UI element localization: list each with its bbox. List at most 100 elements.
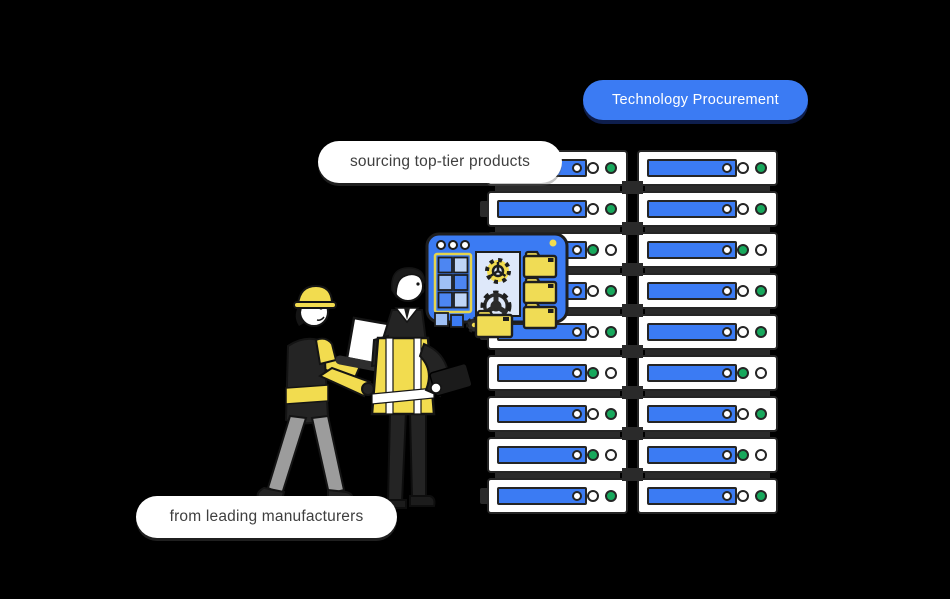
server-drive-bar — [647, 446, 737, 464]
server-unit — [637, 191, 778, 227]
server-drive-bar — [497, 487, 587, 505]
worker-leg — [310, 414, 346, 496]
status-led-white — [587, 203, 599, 215]
server-drive-bar — [497, 446, 587, 464]
server-drive-bar — [647, 241, 737, 259]
led-group — [587, 449, 617, 461]
status-led-green — [755, 162, 767, 174]
rack-frame-joint — [645, 350, 770, 355]
hard-hat-brim — [293, 301, 337, 309]
worker-with-tablet — [370, 267, 473, 509]
status-led-white — [737, 203, 749, 215]
circuit-board-panel — [425, 232, 569, 339]
server-unit — [637, 355, 778, 391]
rack-center-joint — [622, 181, 643, 194]
rack-mount-tab — [480, 488, 489, 504]
callout-sourcing: sourcing top-tier products — [318, 141, 562, 183]
worker-leg — [386, 411, 408, 503]
tie — [404, 308, 410, 320]
worker-hair — [391, 267, 425, 299]
status-led-white — [605, 244, 617, 256]
server-drive-bar — [647, 323, 737, 341]
workers-illustration — [256, 267, 473, 509]
rack-center-joint — [622, 386, 643, 399]
status-led-green — [605, 203, 617, 215]
status-led-green — [587, 244, 599, 256]
worker-hand — [430, 382, 442, 394]
server-drive-bar — [647, 200, 737, 218]
status-led-white — [587, 162, 599, 174]
rack-center-joint — [622, 427, 643, 440]
server-drive-bar — [647, 159, 737, 177]
drive-indicator — [722, 163, 732, 173]
status-led-green — [755, 490, 767, 502]
drive-indicator — [722, 368, 732, 378]
led-group — [737, 449, 767, 461]
callout-manufacturers: from leading manufacturers — [136, 496, 397, 538]
status-led-green — [755, 203, 767, 215]
status-led-green — [755, 326, 767, 338]
worker-leg — [408, 411, 427, 499]
vest-stripe — [413, 337, 422, 415]
worker-smile — [316, 316, 325, 321]
led-group — [737, 367, 767, 379]
worker-leg — [266, 414, 308, 496]
status-led-green — [605, 162, 617, 174]
server-drive-bar — [647, 282, 737, 300]
rack-center-joint — [622, 468, 643, 481]
led-group — [587, 408, 617, 420]
rack-frame-joint — [645, 227, 770, 232]
drive-indicator — [722, 491, 732, 501]
rack-frame-joint — [645, 309, 770, 314]
status-led-white — [737, 285, 749, 297]
drive-indicator — [722, 204, 732, 214]
server-unit — [637, 396, 778, 432]
vest-waist-stripe — [371, 387, 435, 405]
server-unit — [487, 396, 628, 432]
callout-manufacturers-label: from leading manufacturers — [169, 508, 364, 525]
technology-procurement-button[interactable]: Technology Procurement — [583, 80, 808, 120]
server-unit — [487, 191, 628, 227]
server-drive-bar — [647, 487, 737, 505]
worker-shoe — [409, 495, 436, 507]
rack-frame-joint — [645, 186, 770, 191]
app-grid-icon — [433, 252, 473, 328]
worker-front-arm — [317, 366, 372, 398]
rack-frame-joint — [645, 391, 770, 396]
power-dot-icon — [549, 239, 557, 247]
drive-indicator — [722, 327, 732, 337]
status-led-green — [605, 285, 617, 297]
led-group — [587, 326, 617, 338]
status-led-white — [755, 244, 767, 256]
gear-icon — [485, 258, 511, 284]
drive-indicator — [572, 327, 582, 337]
drive-indicator — [572, 286, 582, 296]
led-group — [737, 490, 767, 502]
status-led-green — [737, 449, 749, 461]
status-led-white — [587, 408, 599, 420]
status-led-white — [587, 285, 599, 297]
status-led-white — [737, 162, 749, 174]
server-drive-bar — [497, 405, 587, 423]
server-unit — [487, 437, 628, 473]
led-group — [737, 244, 767, 256]
folder-icon — [522, 276, 558, 305]
server-unit — [487, 478, 628, 514]
status-led-green — [737, 244, 749, 256]
status-led-white — [605, 449, 617, 461]
led-group — [587, 367, 617, 379]
server-rack — [480, 150, 778, 514]
worker-hand — [361, 382, 375, 396]
rack-center-joint — [622, 263, 643, 276]
rack-mount-tab — [480, 201, 489, 217]
folder-icon — [522, 301, 558, 330]
drive-indicator — [572, 163, 582, 173]
drive-indicator — [572, 204, 582, 214]
led-group — [737, 326, 767, 338]
rack-center-joint — [622, 345, 643, 358]
worker-nose — [421, 287, 425, 294]
status-led-green — [605, 326, 617, 338]
status-led-white — [587, 326, 599, 338]
drive-indicator — [572, 368, 582, 378]
drive-indicator — [722, 245, 732, 255]
